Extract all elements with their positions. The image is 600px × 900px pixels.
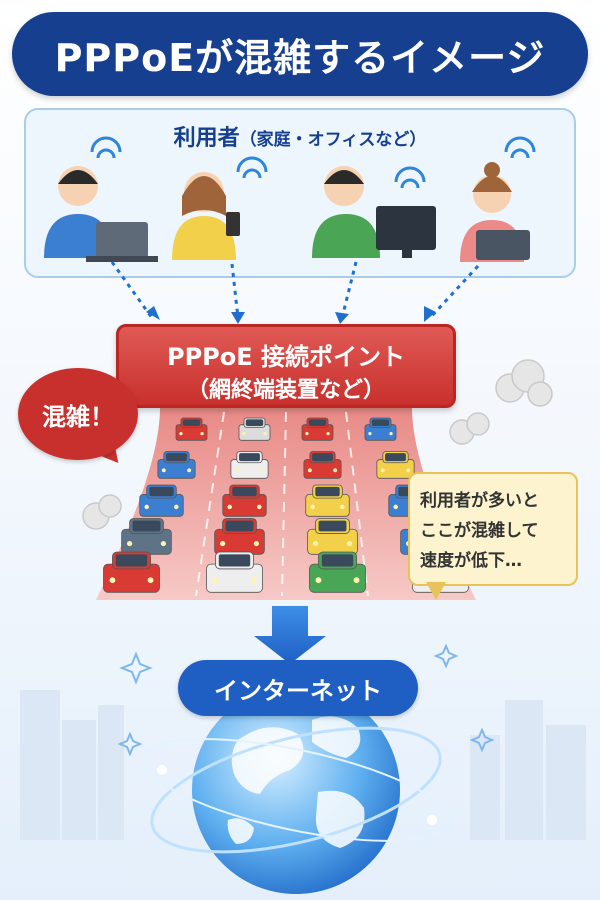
info-bubble: 利用者が多いと ここが混雑して 速度が低下…: [408, 472, 578, 586]
car: [222, 484, 267, 517]
car: [206, 551, 263, 593]
pppoe-title: PPPoE 接続ポイント: [166, 343, 405, 371]
car: [238, 417, 271, 441]
user-laptop: [44, 136, 158, 262]
congested-road: [96, 408, 476, 600]
user-tablet: [460, 136, 536, 262]
car: [301, 417, 334, 441]
user-arrows: [110, 261, 480, 320]
page-title: PPPoEが混雑するイメージ: [54, 35, 546, 80]
car: [303, 451, 342, 479]
internet-label: インターネット: [178, 660, 418, 716]
smoke-puffs: [82, 359, 553, 530]
car: [175, 417, 208, 441]
users-label: 利用者（家庭・オフィスなど）: [0, 120, 600, 152]
car: [376, 451, 415, 479]
lane-lines: [195, 411, 369, 597]
city-skyline: [20, 690, 586, 840]
title-banner: PPPoEが混雑するイメージ: [12, 12, 588, 96]
user-smartphone: [172, 156, 268, 260]
info-line-3: 速度が低下…: [420, 551, 522, 571]
car: [157, 451, 196, 479]
down-arrow: [254, 606, 326, 664]
car: [305, 484, 350, 517]
sparkles: [117, 643, 495, 757]
info-line-1: 利用者が多いと: [420, 491, 539, 511]
car: [364, 417, 397, 441]
info-line-2: ここが混雑して: [420, 521, 539, 541]
car: [139, 484, 184, 517]
congestion-callout: 混雑！: [18, 368, 138, 460]
user-arrow-heads: [146, 306, 436, 324]
users-label-sub: （家庭・オフィスなど）: [239, 130, 427, 150]
pppoe-subtitle: （網終端装置など）: [186, 378, 385, 403]
car: [309, 551, 366, 593]
car: [103, 551, 160, 593]
globe-icon: [142, 686, 450, 894]
pppoe-connection-point: PPPoE 接続ポイント （網終端装置など）: [116, 324, 456, 408]
users-label-main: 利用者: [173, 126, 240, 151]
car: [230, 451, 269, 479]
user-desktop: [312, 166, 436, 258]
info-bubble-tail: [426, 582, 446, 600]
car: [307, 518, 358, 555]
